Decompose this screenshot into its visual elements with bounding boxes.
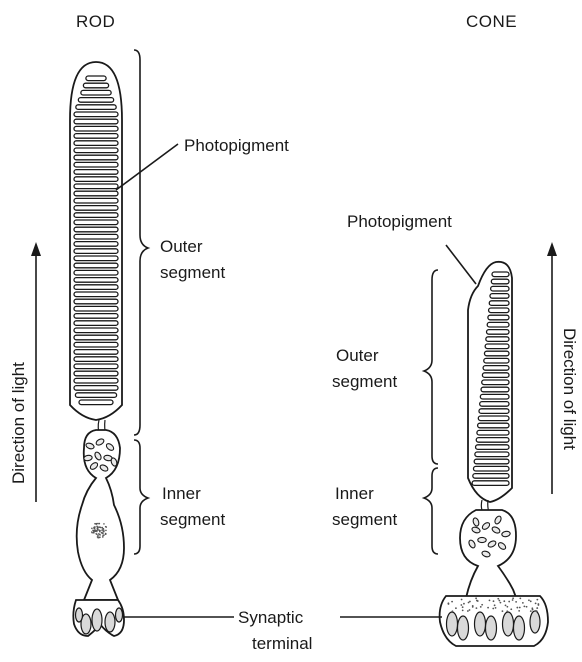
rod-inner-label-2: segment: [160, 510, 225, 529]
rod-inner-label-1: Inner: [162, 484, 201, 503]
cone-outer-label-1: Outer: [336, 346, 379, 365]
synaptic-label-2: terminal: [252, 634, 312, 653]
rod-outer-bracket: [134, 50, 148, 435]
cone-outer-label-2: segment: [332, 372, 397, 391]
rod-photopigment-label: Photopigment: [184, 136, 289, 155]
cone-cell: [440, 262, 548, 646]
left-light-arrow: [31, 242, 41, 502]
cone-photopigment-label: Photopigment: [347, 212, 452, 231]
rod-cell: [70, 62, 124, 636]
left-direction-label: Direction of light: [9, 362, 28, 484]
rod-outer-label-1: Outer: [160, 237, 203, 256]
right-direction-label: Direction of light: [560, 328, 579, 450]
cone-photopigment-leader: [446, 245, 476, 284]
cone-outer-bracket: [424, 270, 438, 464]
rod-inner-bracket: [134, 440, 148, 554]
rod-header: ROD: [76, 12, 115, 31]
right-light-arrow: [547, 242, 557, 494]
rod-outer-label-2: segment: [160, 263, 225, 282]
cone-inner-label-1: Inner: [335, 484, 374, 503]
cone-inner-label-2: segment: [332, 510, 397, 529]
synaptic-label-1: Synaptic: [238, 608, 304, 627]
cone-inner-bracket: [424, 468, 438, 554]
cone-header: CONE: [466, 12, 517, 31]
rod-photopigment-leader: [116, 144, 178, 190]
